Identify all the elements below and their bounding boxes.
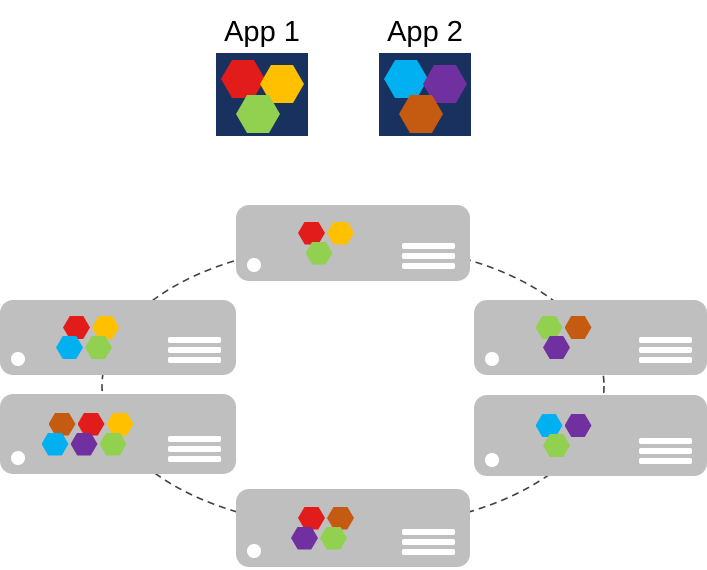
green-hexagon-icon [305,241,333,265]
vent-lines-icon [168,436,221,462]
hexagon-cluster [34,398,148,470]
hexagon-cluster [508,304,619,371]
orange-hexagon-icon [48,412,76,436]
vent-line [168,456,221,462]
app-2-box [379,53,471,136]
hexagon-row [542,336,571,359]
cyan-hexagon-icon [384,60,428,98]
cyan-hexagon-icon [41,432,69,456]
hexagon-row [55,336,113,359]
server-right-bottom [474,395,707,476]
hexagon-row [62,316,120,339]
red-hexagon-icon [298,506,325,530]
server-left-bottom [0,394,236,474]
hexagon-row [297,221,355,245]
red-hexagon-icon [221,60,265,98]
vent-line [168,347,221,353]
orange-hexagon-icon [399,95,443,133]
hexagon-cluster [270,209,382,277]
red-hexagon-icon [63,316,90,339]
vent-line [168,337,221,343]
vent-lines-icon [639,337,692,363]
hexagon-row [542,434,571,457]
server-left-top [0,300,236,375]
purple-hexagon-icon [543,336,570,359]
green-hexagon-icon [535,316,563,339]
power-led-icon [11,451,25,465]
purple-hexagon-icon [70,432,98,456]
green-hexagon-icon [320,526,347,550]
hexagon-row [305,241,334,265]
power-led-icon [485,453,499,467]
hexagon-row [297,506,355,530]
vent-line [168,436,221,442]
vent-lines-icon [639,438,692,464]
app-1-box [216,53,308,136]
vent-line [639,438,692,444]
yellow-hexagon-icon [327,221,354,245]
vent-line [168,357,221,363]
cyan-hexagon-icon [535,414,563,437]
yellow-hexagon-icon [106,412,134,436]
vent-line [402,263,455,269]
vent-line [402,253,455,259]
vent-line [639,448,692,454]
hexagon-row [290,526,348,550]
power-led-icon [247,258,261,272]
app-1: App 1 [212,13,312,136]
server-top [236,205,470,281]
vent-line [402,243,455,249]
app-2: App 2 [375,13,475,136]
app-1-label: App 1 [224,16,300,48]
hexagon-cluster [508,399,619,472]
red-hexagon-icon [77,412,105,436]
green-hexagon-icon [85,336,112,359]
hexagon-cluster [270,493,382,563]
vent-line [639,458,692,464]
cyan-hexagon-icon [56,336,83,359]
green-hexagon-icon [99,432,127,456]
vent-line [639,337,692,343]
vent-lines-icon [402,529,455,555]
purple-hexagon-icon [564,414,592,437]
vent-lines-icon [168,337,221,363]
hexagon-row [41,432,128,456]
purple-hexagon-icon [291,526,318,550]
power-led-icon [485,352,499,366]
server-bottom [236,489,470,567]
green-hexagon-icon [543,434,570,457]
vent-lines-icon [402,243,455,269]
hexagon-row [48,412,135,436]
power-led-icon [247,544,261,558]
power-led-icon [11,352,25,366]
orange-hexagon-icon [327,506,354,530]
yellow-hexagon-icon [92,316,119,339]
server-right-top [474,300,707,375]
app-2-label: App 2 [387,16,463,48]
vent-line [168,446,221,452]
dashed-ellipse [101,243,605,529]
vent-line [402,529,455,535]
vent-line [402,549,455,555]
orange-hexagon-icon [564,316,592,339]
vent-line [639,357,692,363]
vent-line [402,539,455,545]
hexagon-row [535,414,593,437]
hexagon-cluster [34,304,148,371]
vent-line [639,347,692,353]
red-hexagon-icon [298,221,325,245]
hexagon-row [535,316,593,339]
